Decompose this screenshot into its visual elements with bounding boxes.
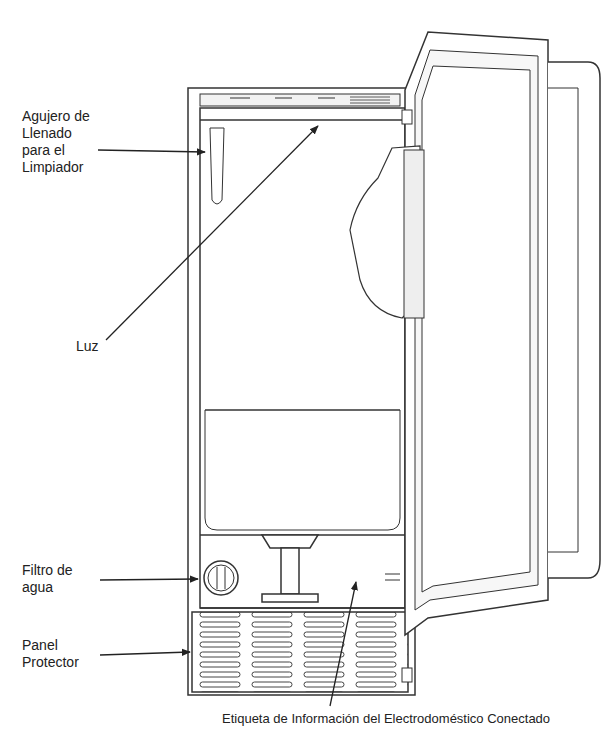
callout-label: Luz	[76, 338, 116, 355]
callout-label: Filtro de agua	[22, 562, 94, 596]
callout-label: Panel Protector	[22, 637, 94, 671]
callout-label: Agujero de Llenado para el Limpiador	[22, 108, 102, 176]
callout-label: Etiqueta de Información del Electrodomés…	[222, 710, 550, 727]
